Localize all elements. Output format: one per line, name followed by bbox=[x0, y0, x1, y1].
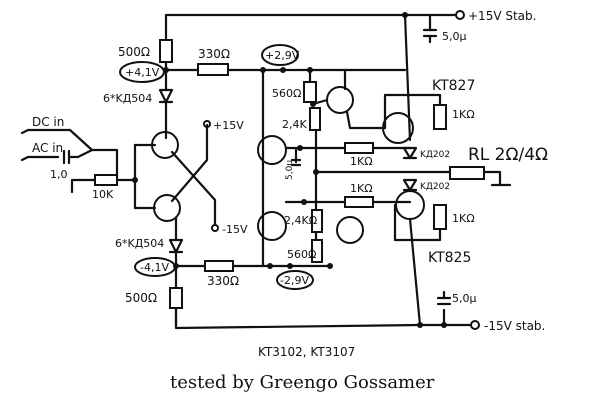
transistor-vbe-bottom bbox=[336, 216, 364, 244]
diode-output-2 bbox=[402, 178, 418, 192]
diode-output-1 bbox=[402, 146, 418, 160]
svg-text:+2,9V: +2,9V bbox=[265, 49, 300, 62]
transistor-input-bottom bbox=[153, 194, 181, 222]
svg-text:1,0: 1,0 bbox=[50, 168, 68, 181]
svg-text:+15V: +15V bbox=[213, 119, 244, 132]
svg-text:2,4K: 2,4K bbox=[282, 118, 307, 131]
positive-supply-label: +15V Stab. bbox=[468, 9, 536, 23]
resistor-500-bottom bbox=[169, 287, 183, 309]
svg-text:KД202: KД202 bbox=[420, 182, 450, 192]
load-label: RL 2Ω/4Ω bbox=[468, 145, 548, 165]
transistor-driver-top bbox=[257, 135, 287, 165]
cap-top-label: 5,0μ bbox=[442, 30, 467, 43]
kt825-label: KT825 bbox=[428, 250, 471, 266]
svg-text:330Ω: 330Ω bbox=[207, 274, 239, 288]
negative-terminal bbox=[470, 320, 480, 330]
svg-text:500Ω: 500Ω bbox=[125, 291, 157, 305]
diode-bottom bbox=[168, 216, 184, 254]
svg-text:5,0μ: 5,0μ bbox=[285, 160, 295, 180]
svg-text:1KΩ: 1KΩ bbox=[452, 212, 475, 225]
transistor-kt827 bbox=[382, 112, 414, 144]
credit-caption: tested by Greengo Gossamer bbox=[170, 372, 435, 393]
ac-input-label: AC in bbox=[32, 141, 63, 155]
svg-text:6*KД504: 6*KД504 bbox=[103, 92, 152, 105]
svg-text:1KΩ: 1KΩ bbox=[452, 108, 475, 121]
capacitor-bottom bbox=[436, 290, 452, 327]
transistor-caption: KT3102, KT3107 bbox=[258, 345, 355, 359]
voltage-marker-top-29 bbox=[261, 44, 299, 66]
resistor-330-top bbox=[197, 63, 229, 76]
svg-text:KД202: KД202 bbox=[420, 150, 450, 160]
svg-text:560Ω: 560Ω bbox=[272, 87, 301, 100]
transistor-kt825 bbox=[395, 190, 425, 220]
resistor-500-top bbox=[159, 39, 173, 63]
diode-top bbox=[158, 88, 174, 104]
positive-terminal bbox=[455, 10, 465, 20]
positive-rail bbox=[164, 13, 457, 52]
load-resistor bbox=[449, 166, 485, 180]
capacitor-top bbox=[422, 28, 438, 44]
svg-text:10K: 10K bbox=[92, 188, 114, 201]
svg-text:1KΩ: 1KΩ bbox=[350, 155, 373, 168]
svg-text:-2,9V: -2,9V bbox=[280, 274, 309, 287]
svg-text:+4,1V: +4,1V bbox=[125, 66, 160, 79]
voltage-marker-bottom-29 bbox=[276, 270, 314, 290]
transistor-driver-bottom bbox=[257, 211, 287, 241]
negative-supply-label: -15V stab. bbox=[484, 319, 545, 333]
svg-text:1KΩ: 1KΩ bbox=[350, 182, 373, 195]
resistor-10k bbox=[94, 174, 118, 186]
svg-text:2,4KΩ: 2,4KΩ bbox=[284, 214, 317, 227]
dc-input-label: DC in bbox=[32, 115, 64, 129]
negative-rail bbox=[174, 298, 472, 330]
svg-text:6*KД504: 6*KД504 bbox=[115, 237, 164, 250]
transistor-vbe-top bbox=[326, 86, 354, 114]
cap-bottom-label: 5,0μ bbox=[452, 292, 477, 305]
kt827-label: KT827 bbox=[432, 78, 475, 94]
svg-text:-4,1V: -4,1V bbox=[140, 261, 169, 274]
resistor-330-bottom bbox=[204, 260, 234, 272]
voltage-marker-bottom bbox=[134, 257, 176, 277]
svg-text:-15V: -15V bbox=[222, 223, 248, 236]
svg-text:560Ω: 560Ω bbox=[287, 248, 316, 261]
capacitor-mid bbox=[284, 146, 347, 167]
svg-text:500Ω: 500Ω bbox=[118, 45, 150, 59]
svg-text:330Ω: 330Ω bbox=[198, 47, 230, 61]
